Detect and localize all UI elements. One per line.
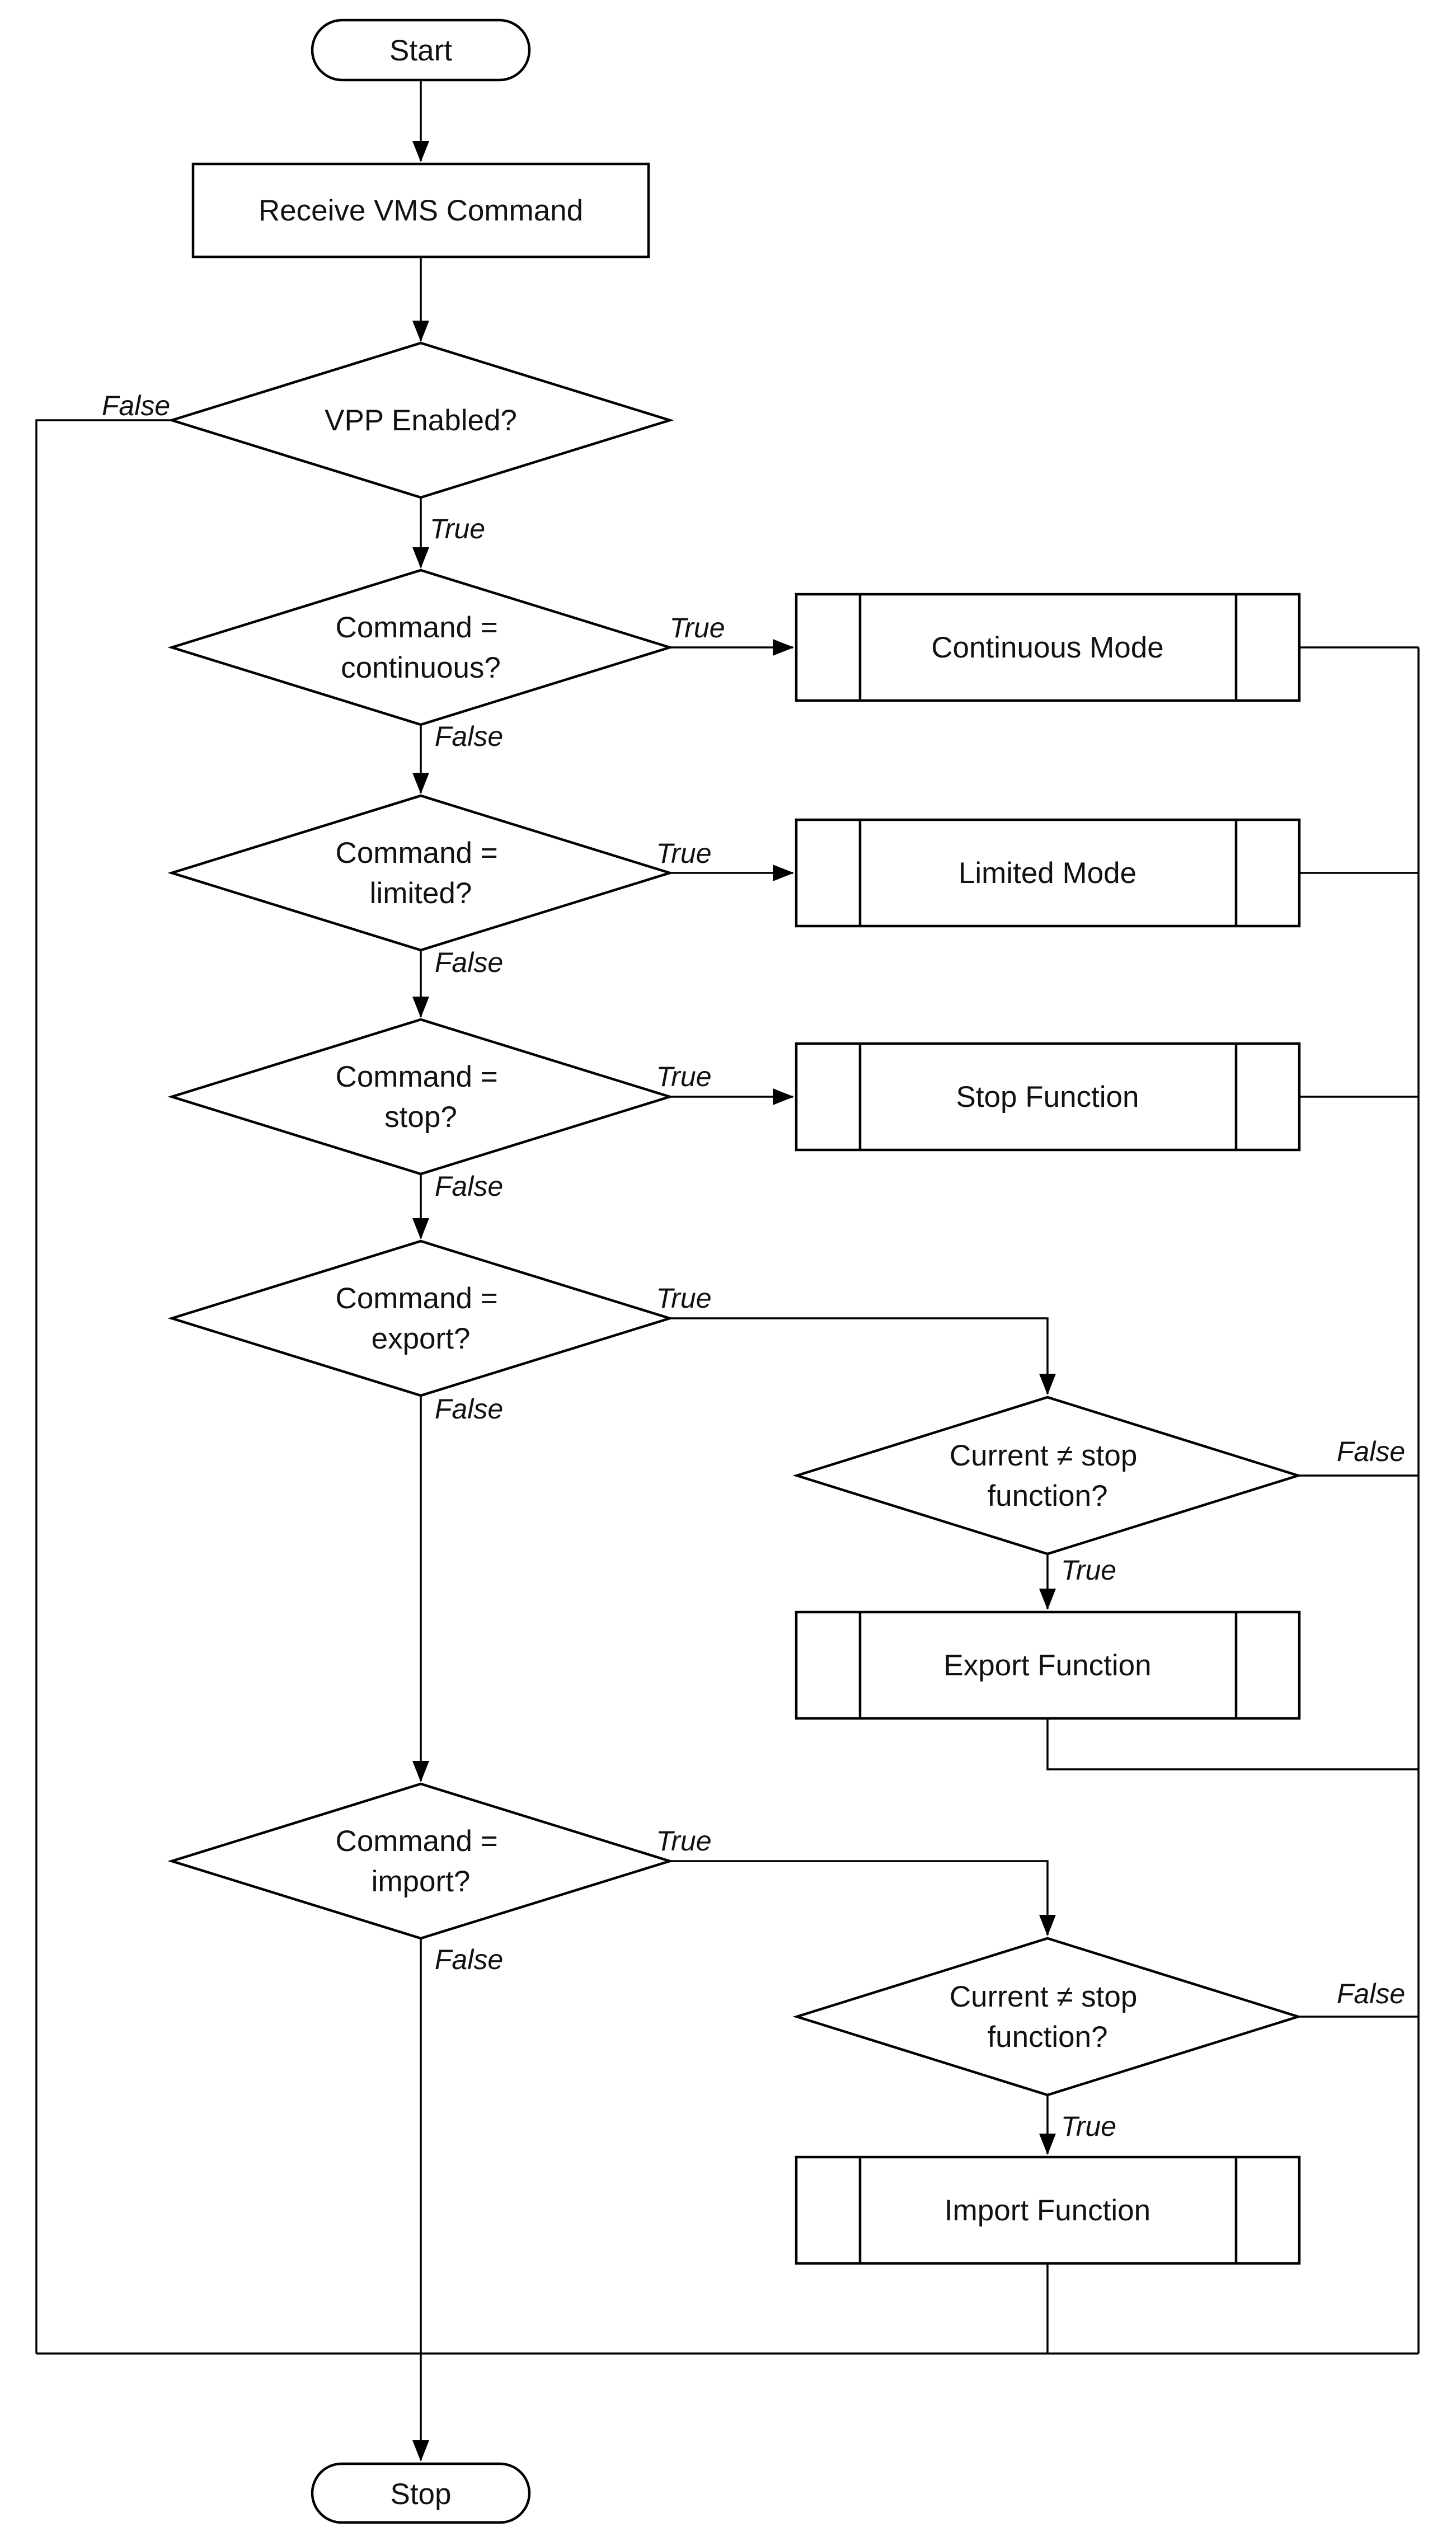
stop-label: Stop bbox=[390, 2478, 451, 2511]
edge-import-true-to-check bbox=[670, 1860, 1056, 1936]
current-not-stop-export-label: Current ≠ stop function? bbox=[950, 1439, 1145, 1512]
start-terminator-shape bbox=[311, 18, 531, 82]
cmd-continuous-label: Command = continuous? bbox=[336, 611, 506, 684]
current-not-stop-export-decision-shape bbox=[792, 1396, 1303, 1556]
label-limited-true: True bbox=[656, 838, 711, 869]
cmd-import-label: Command = import? bbox=[336, 1825, 506, 1898]
cmd-limited-label: Command = limited? bbox=[336, 837, 506, 910]
node-cmd-import: Command = import? bbox=[167, 1782, 674, 1940]
current-not-stop-import-decision-shape bbox=[792, 1937, 1303, 2097]
edge-vpp-false-left bbox=[35, 419, 172, 2354]
receive-vms-command-label: Receive VMS Command bbox=[259, 194, 583, 227]
node-cmd-limited: Command = limited? bbox=[167, 794, 674, 952]
label-check2-false: False bbox=[1337, 1978, 1405, 2009]
node-export-function: Export Function bbox=[795, 1610, 1301, 1720]
edge-export-function-out bbox=[1046, 1718, 1419, 1770]
cmd-import-decision-shape bbox=[167, 1782, 674, 1940]
cmd-stop-label: Command = stop? bbox=[336, 1060, 506, 1134]
label-limited-false: False bbox=[435, 947, 503, 978]
cmd-export-label: Command = export? bbox=[336, 1282, 506, 1355]
cmd-export-decision-shape bbox=[167, 1239, 674, 1397]
node-current-not-stop-export: Current ≠ stop function? bbox=[792, 1396, 1303, 1556]
label-check1-false: False bbox=[1337, 1436, 1405, 1467]
label-vpp-true: True bbox=[430, 513, 485, 544]
label-import-false: False bbox=[435, 1944, 503, 1975]
node-receive-vms-command: Receive VMS Command bbox=[191, 162, 650, 259]
node-stop-function: Stop Function bbox=[795, 1042, 1301, 1152]
label-continuous-true: True bbox=[669, 612, 725, 643]
node-vpp-enabled: VPP Enabled? bbox=[167, 341, 674, 499]
label-import-true: True bbox=[656, 1825, 711, 1857]
limited-mode-label: Limited Mode bbox=[959, 857, 1136, 890]
continuous-mode-shape bbox=[795, 593, 1301, 702]
node-cmd-continuous: Command = continuous? bbox=[167, 569, 674, 726]
node-continuous-mode: Continuous Mode bbox=[795, 593, 1301, 702]
label-export-true: True bbox=[656, 1283, 711, 1314]
node-stop: Stop bbox=[311, 2462, 531, 2524]
edge-export-true-to-check bbox=[670, 1317, 1056, 1395]
cmd-continuous-decision-shape bbox=[167, 569, 674, 726]
label-stop-true: True bbox=[656, 1061, 711, 1092]
vpp-enabled-label: VPP Enabled? bbox=[325, 404, 517, 437]
node-import-function: Import Function bbox=[795, 2155, 1301, 2265]
stop-function-label: Stop Function bbox=[956, 1081, 1139, 1114]
limited-mode-shape bbox=[795, 818, 1301, 928]
cmd-stop-decision-shape bbox=[167, 1018, 674, 1176]
import-function-label: Import Function bbox=[945, 2194, 1150, 2227]
vpp-enabled-decision-shape bbox=[167, 341, 674, 499]
label-vpp-false: False bbox=[102, 390, 170, 421]
node-current-not-stop-import: Current ≠ stop function? bbox=[792, 1937, 1303, 2097]
import-function-shape bbox=[795, 2155, 1301, 2265]
label-check2-true: True bbox=[1061, 2111, 1116, 2142]
current-not-stop-import-label: Current ≠ stop function? bbox=[950, 1980, 1145, 2054]
stop-terminator-shape bbox=[311, 2462, 531, 2524]
receive-vms-command-shape bbox=[191, 162, 650, 259]
start-label: Start bbox=[389, 34, 452, 67]
node-start: Start bbox=[311, 18, 531, 82]
label-stop-false: False bbox=[435, 1171, 503, 1202]
export-function-shape bbox=[795, 1610, 1301, 1720]
label-continuous-false: False bbox=[435, 721, 503, 752]
export-function-label: Export Function bbox=[943, 1649, 1151, 1682]
label-export-false: False bbox=[435, 1393, 503, 1425]
cmd-limited-decision-shape bbox=[167, 794, 674, 952]
continuous-mode-label: Continuous Mode bbox=[931, 631, 1163, 664]
node-cmd-stop: Command = stop? bbox=[167, 1018, 674, 1176]
node-cmd-export: Command = export? bbox=[167, 1239, 674, 1397]
stop-function-shape bbox=[795, 1042, 1301, 1152]
node-limited-mode: Limited Mode bbox=[795, 818, 1301, 928]
label-check1-true: True bbox=[1061, 1554, 1116, 1586]
